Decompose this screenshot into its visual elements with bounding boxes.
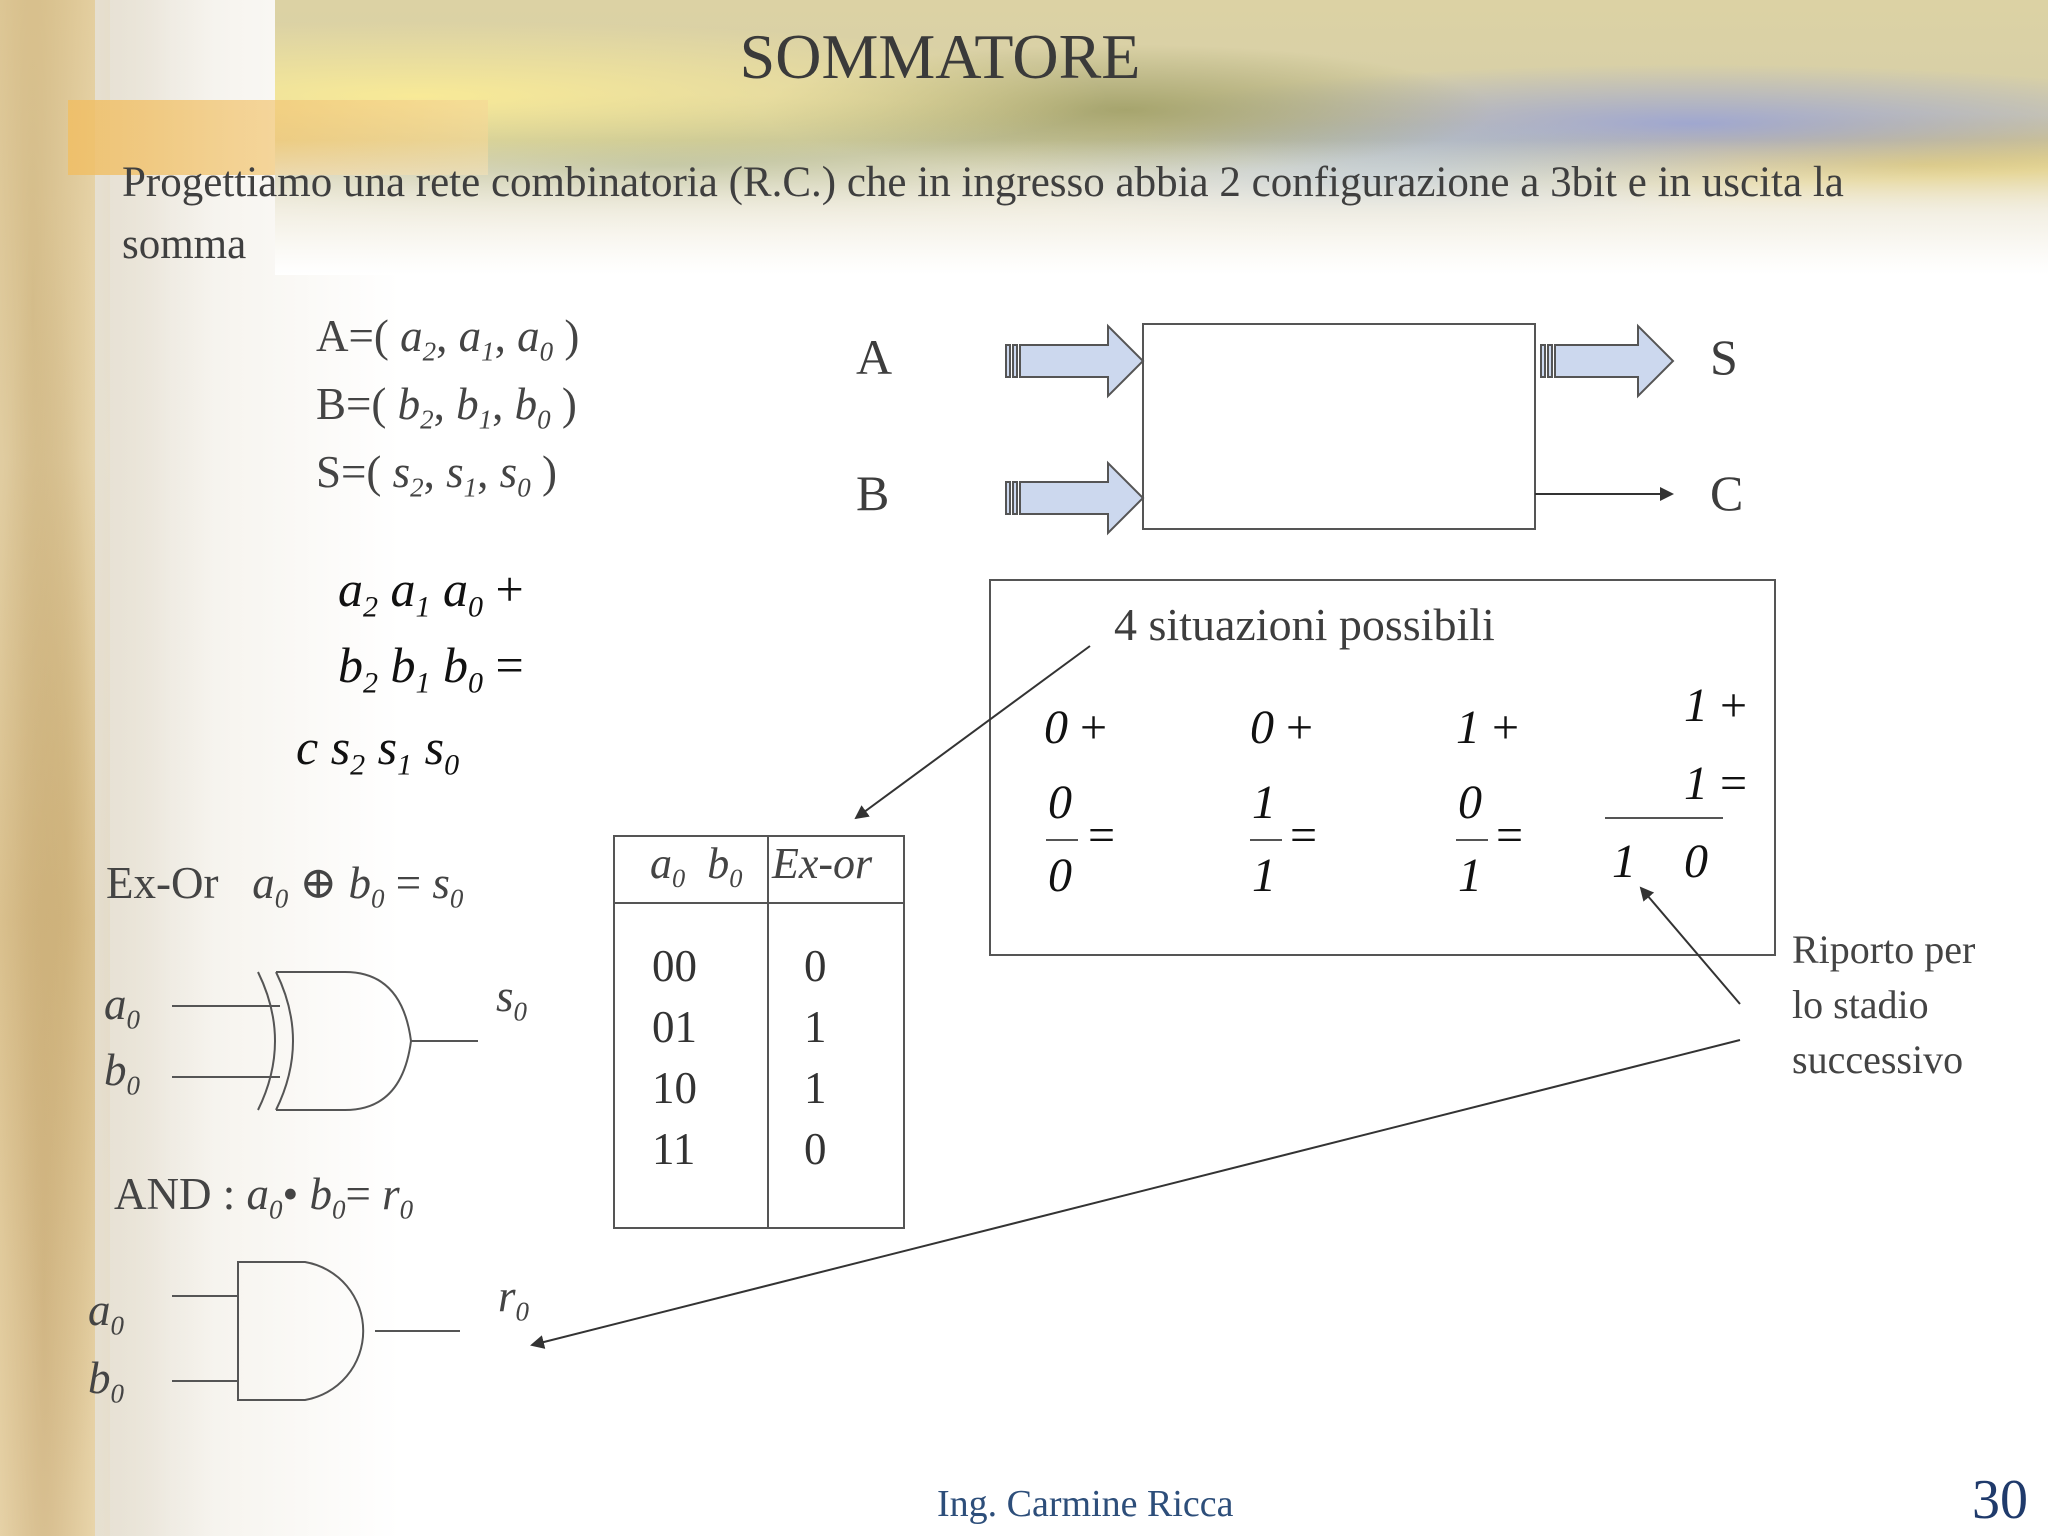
input-a-bus-arrow — [1005, 323, 1145, 399]
case-4-a: 1 + — [1684, 679, 1748, 732]
truth-table-header-output: Ex-or — [772, 839, 873, 888]
definition-b: B=( b2, b1, b0 ) — [316, 379, 577, 435]
addition-row-result: c s2 s1 s0 — [296, 719, 460, 782]
truth-table-grid — [613, 835, 905, 1229]
truth-table-header-inputs: a0 b0 — [650, 839, 743, 894]
carry-to-and-pointer — [530, 1039, 1741, 1349]
case-3-a: 1 + — [1456, 701, 1520, 754]
adder-block — [1142, 323, 1536, 530]
slide-title: SOMMATORE — [739, 21, 1141, 92]
truth-table-row-4-out: 0 — [804, 1124, 827, 1174]
truth-table-row-3-out: 1 — [804, 1063, 827, 1113]
addition-row-a: a2 a1 a0 + — [338, 561, 524, 624]
truth-table-row-2-in: 01 — [652, 1002, 697, 1052]
definition-a: A=( a2, a1, a0 ) — [316, 311, 580, 367]
cases-to-table-pointer — [854, 645, 1091, 820]
page-number: 30 — [1972, 1469, 2028, 1531]
cases-box — [989, 579, 1776, 956]
input-a-label: A — [856, 329, 893, 385]
definition-s: S=( s2, s1, s0 ) — [316, 447, 557, 503]
input-b-label: B — [856, 465, 890, 521]
case-3-result: 1 — [1458, 849, 1482, 902]
and-equation: AND : a0• b0= r0 — [114, 1169, 414, 1225]
exor-output: s0 — [496, 971, 528, 1027]
case-1-b: 0 — [1048, 776, 1072, 829]
exor-input-a: a0 — [104, 979, 140, 1035]
case-1-result: 0 — [1048, 849, 1072, 902]
case-2-result: 1 — [1252, 849, 1276, 902]
case-1-equals: = — [1088, 809, 1116, 862]
parchment-border — [0, 0, 110, 1536]
xor-gate-symbol — [172, 971, 478, 1111]
exor-equation: Ex-Or a0 ⊕ b0 = s0 — [106, 858, 464, 914]
carry-note-line-1: Riporto per — [1792, 927, 1976, 972]
output-s-label: S — [1710, 329, 1738, 385]
footer-author: Ing. Carmine Ricca — [937, 1483, 1234, 1525]
case-2-equals: = — [1290, 809, 1318, 862]
case-3-equals: = — [1496, 809, 1524, 862]
case-4-carry: 1 — [1612, 835, 1636, 888]
case-4-b: 1 = — [1684, 757, 1748, 810]
exor-input-b: b0 — [104, 1045, 140, 1101]
input-b-bus-arrow — [1005, 460, 1145, 536]
and-input-b: b0 — [88, 1353, 124, 1409]
truth-table-row-4-in: 11 — [652, 1124, 696, 1174]
case-2-a: 0 + — [1250, 701, 1314, 754]
truth-table-row-3-in: 10 — [652, 1063, 697, 1113]
background-fade — [95, 0, 215, 1536]
output-s-bus-arrow — [1540, 323, 1675, 399]
truth-table-row-1-out: 0 — [804, 941, 827, 991]
case-4-sum: 0 — [1684, 835, 1708, 888]
case-3-b: 0 — [1458, 776, 1482, 829]
and-gate-symbol — [172, 1261, 460, 1401]
truth-table-row-2-out: 1 — [804, 1002, 827, 1052]
addition-row-b: b2 b1 b0 = — [338, 637, 524, 700]
header-banner-fade — [275, 140, 2048, 275]
output-c-label: C — [1710, 465, 1744, 521]
carry-note-pointer — [1639, 886, 1741, 1005]
and-input-a: a0 — [88, 1285, 124, 1341]
carry-note-line-2: lo stadio — [1792, 982, 1929, 1027]
intro-text: Progettiamo una rete combinatoria (R.C.)… — [122, 159, 1844, 268]
carry-note-line-3: successivo — [1792, 1037, 1964, 1082]
cases-title: 4 situazioni possibili — [1114, 599, 1495, 650]
truth-table-row-1-in: 00 — [652, 941, 697, 991]
case-1-a: 0 + — [1044, 701, 1108, 754]
and-output: r0 — [498, 1271, 530, 1327]
case-2-b: 1 — [1252, 776, 1276, 829]
